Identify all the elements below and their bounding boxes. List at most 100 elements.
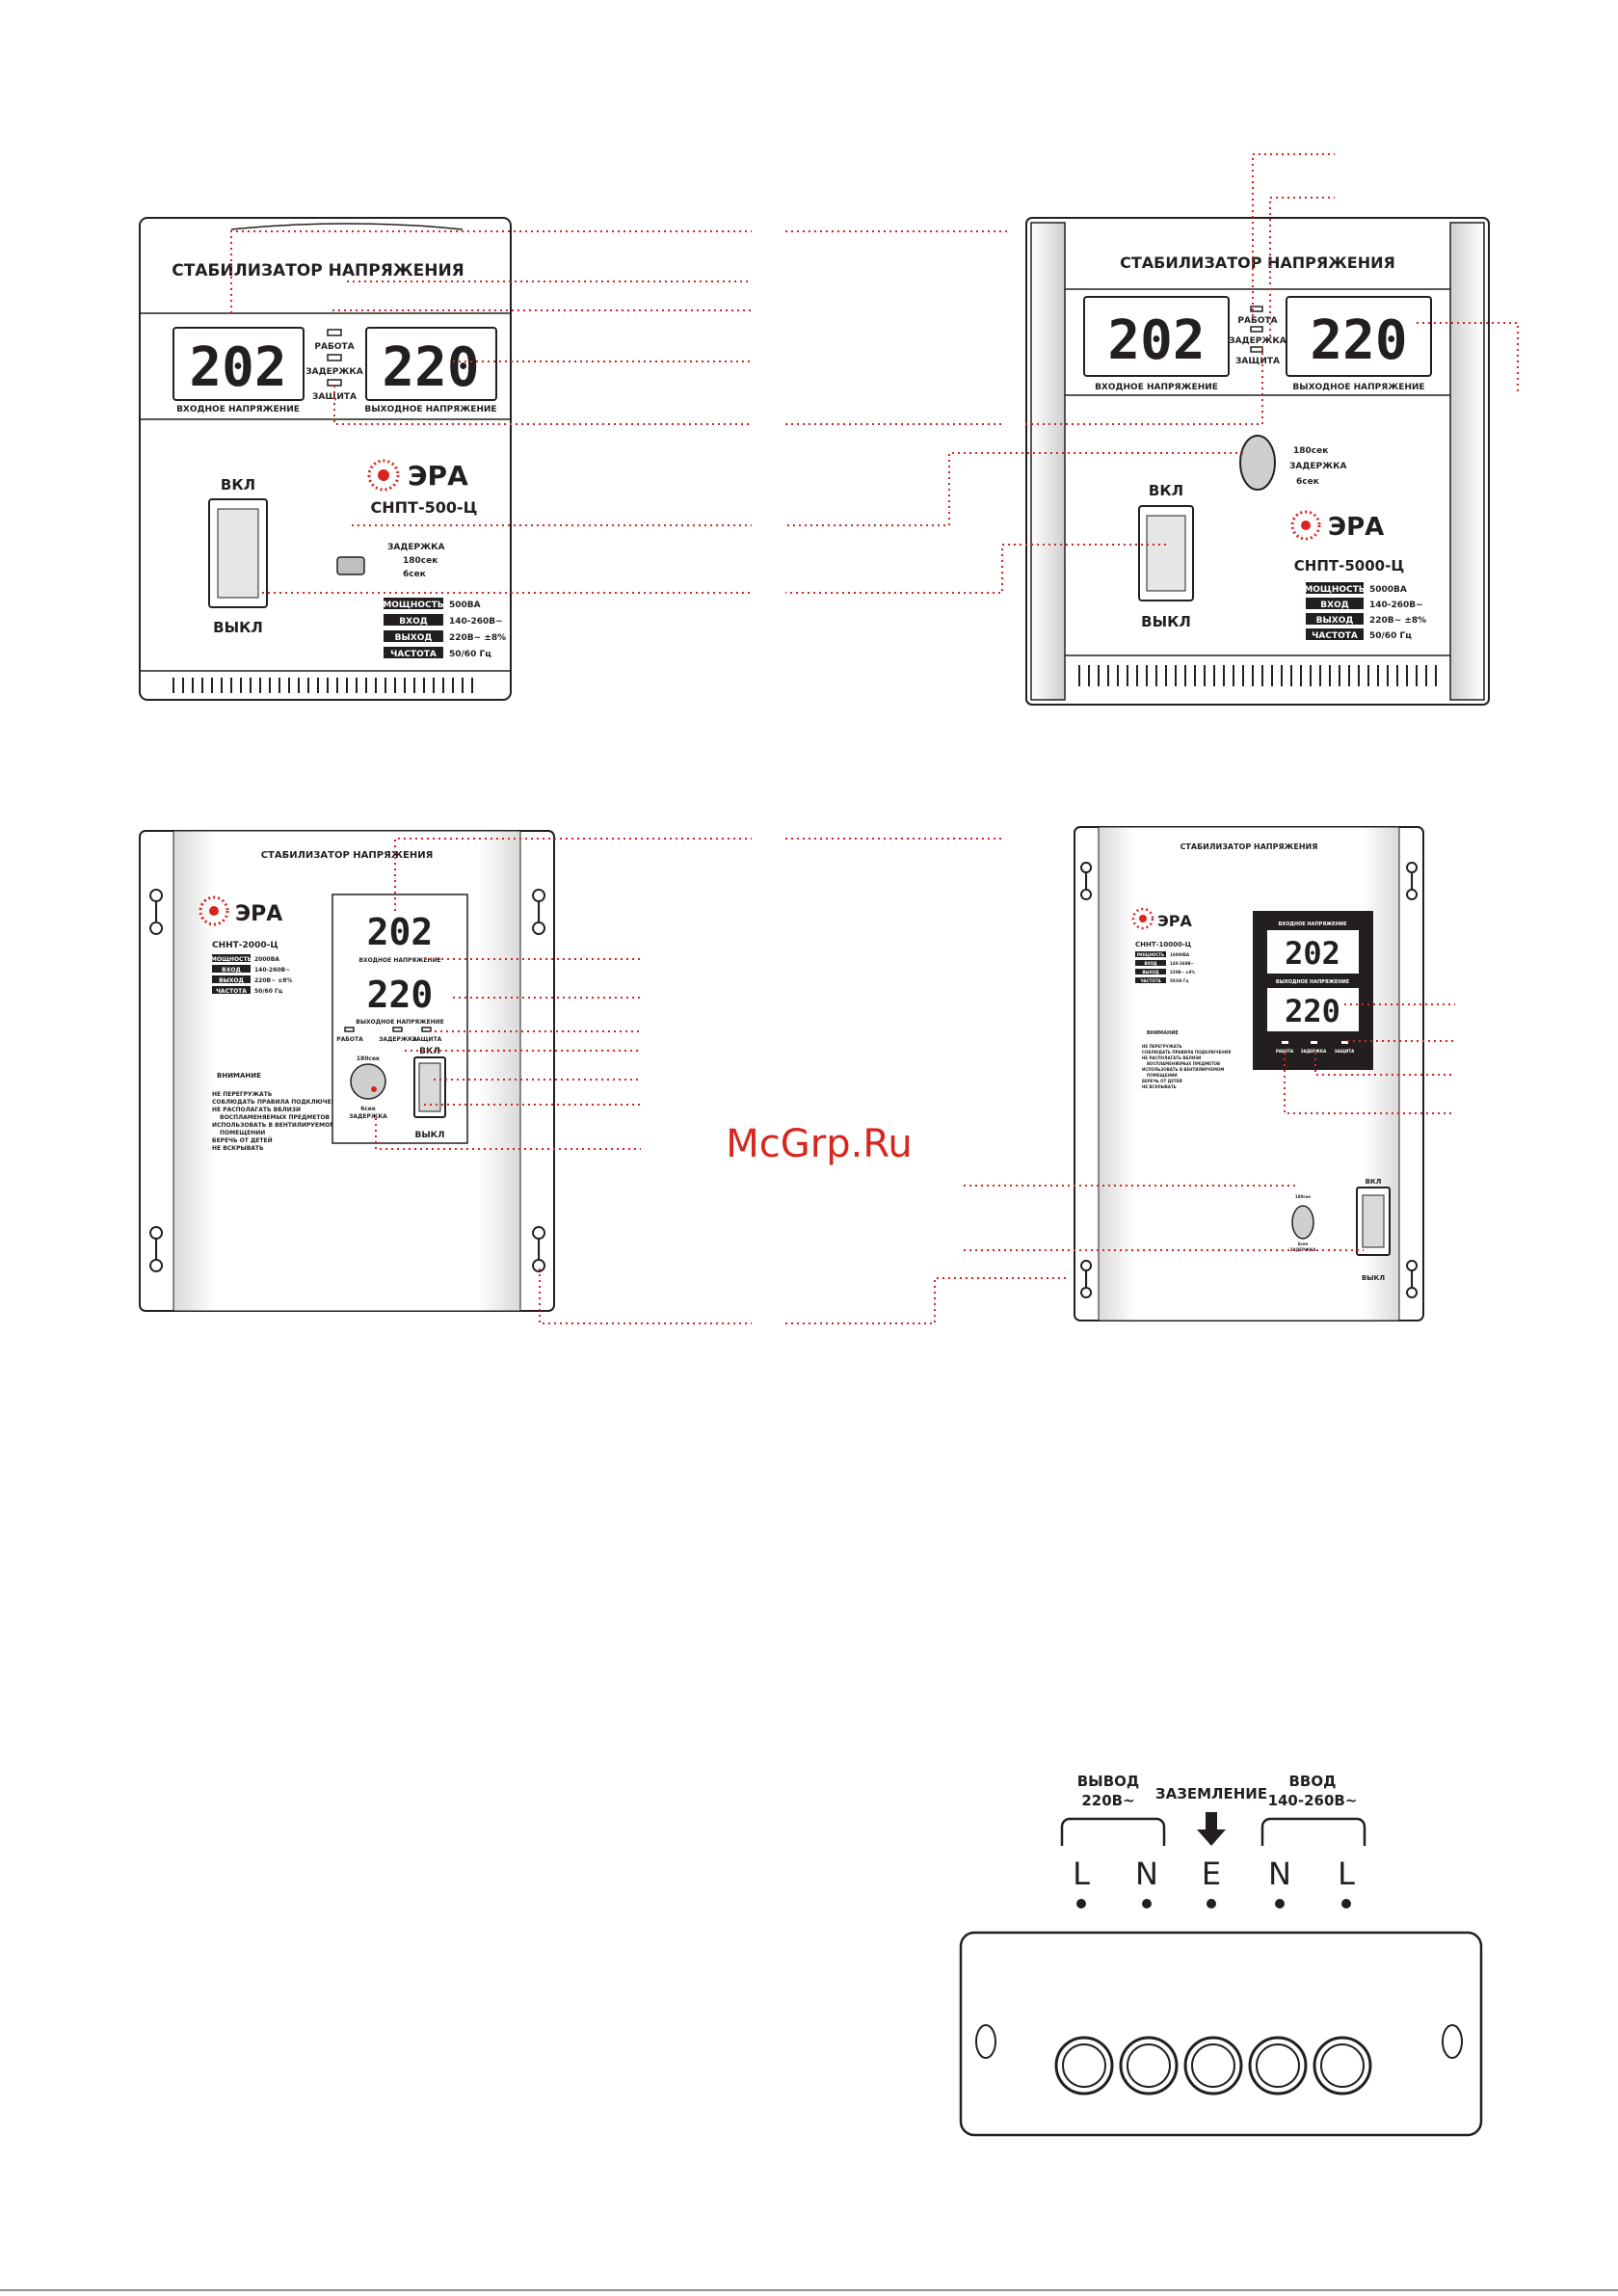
warning-item: ИСПОЛЬЗОВАТЬ В ВЕНТИЛИРУЕМОМ <box>1142 1067 1224 1072</box>
callouts-snpt-500 <box>230 230 1007 594</box>
input-value: 140-260В~ <box>1268 1792 1358 1809</box>
switch-on-label: ВКЛ <box>1149 482 1183 499</box>
spec-label: ВЫХОД <box>395 633 433 643</box>
warning-item: НЕ ВСКРЫВАТЬ <box>1142 1084 1177 1089</box>
delay-knob[interactable] <box>350 1063 386 1100</box>
delay-title: ЗАДЕРЖКА <box>1289 462 1346 471</box>
input-voltage-readout: 202 <box>367 911 434 953</box>
vent-grille <box>140 670 511 693</box>
device-body <box>139 217 512 701</box>
spec-value: 2000ВА <box>254 956 279 963</box>
switch-rocker[interactable] <box>418 1062 441 1112</box>
led-work-label: РАБОТА <box>336 1036 363 1043</box>
callouts-snnt-2000 <box>375 838 1070 1324</box>
delay-long-label: 180сек <box>403 556 438 566</box>
delay-short-label: 6сек <box>1296 477 1319 487</box>
output-voltage-readout: 220 <box>1310 309 1407 372</box>
input-voltage-label: ВХОДНОЕ НАПРЯЖЕНИЕ <box>1095 383 1218 392</box>
warning-block: ВНИМАНИЕ НЕ ПЕРЕГРУЖАТЬ СОБЛЮДАТЬ ПРАВИЛ… <box>1142 1030 1231 1089</box>
led-delay-icon <box>1311 1041 1317 1044</box>
vent-grille <box>1065 654 1450 686</box>
mount-hole-icon <box>1406 1260 1419 1298</box>
terminal-diagram: ВЫВОД 220В~ ЗАЗЕМЛЕНИЕ ВВОД 140-260В~ L … <box>959 1773 1483 2137</box>
output-title: ВЫВОД <box>1077 1773 1140 1790</box>
terminal-socket[interactable] <box>1183 2036 1243 2096</box>
terminal-socket[interactable] <box>1054 2036 1114 2096</box>
mount-hole-icon <box>532 889 546 935</box>
spec-value: 50/60 Гц <box>254 988 283 995</box>
terminal-socket[interactable] <box>1313 2036 1372 2096</box>
mount-hole-icon <box>532 1226 546 1272</box>
spec-table: МОЩНОСТЬ 500ВА ВХОД 140-260В~ ВЫХОД 220В… <box>383 598 506 659</box>
delay-title: ЗАДЕРЖКА <box>1290 1247 1316 1252</box>
led-work-label: РАБОТА <box>314 342 354 352</box>
input-voltage-label: ВХОДНОЕ НАПРЯЖЕНИЕ <box>1278 921 1347 927</box>
spec-table: МОЩНОСТЬ 2000ВА ВХОД 140-260В~ ВЫХОД 220… <box>211 954 292 995</box>
led-delay-icon <box>327 354 342 361</box>
output-voltage-readout: 220 <box>382 336 479 399</box>
warning-item: НЕ ПЕРЕГРУЖАТЬ <box>1142 1044 1182 1049</box>
warning-item: СОБЛЮДАТЬ ПРАВИЛА ПОДКЛЮЧЕНИЯ <box>212 1099 346 1106</box>
switch-on-label: ВКЛ <box>1366 1178 1382 1186</box>
device-title: СТАБИЛИЗАТОР НАПРЯЖЕНИЯ <box>261 850 434 861</box>
led-delay-label: ЗАДЕРЖКА <box>305 367 362 377</box>
delay-long-label: 180сек <box>1295 1194 1311 1199</box>
pin-label: E <box>1202 1855 1221 1892</box>
led-delay-label: ЗАДЕРЖКА <box>1301 1049 1327 1054</box>
warning-item: НЕ ПЕРЕГРУЖАТЬ <box>212 1091 273 1098</box>
led-work-label: РАБОТА <box>1237 316 1277 326</box>
device-snnt-2000: СТАБИЛИЗАТОР НАПРЯЖЕНИЯ ЭРА СННТ-2000-Ц … <box>139 830 555 1312</box>
device-snpt-500: СТАБИЛИЗАТОР НАПРЯЖЕНИЯ 202 ВХОДНОЕ НАПР… <box>139 217 512 701</box>
side-panel-left <box>1030 222 1066 701</box>
spec-value: 140-260В~ <box>1170 961 1194 966</box>
switch-rocker[interactable] <box>217 508 259 599</box>
terminal-plate <box>959 1931 1483 2137</box>
spec-value: 140-260В~ <box>1369 601 1423 610</box>
knob-indicator-icon <box>371 1086 377 1092</box>
delay-knob[interactable] <box>1291 1205 1314 1240</box>
spec-label: МОЩНОСТЬ <box>1304 585 1365 595</box>
delay-knob[interactable] <box>1239 435 1276 491</box>
era-logo: ЭРА <box>1290 510 1384 542</box>
input-voltage-readout: 202 <box>189 336 286 399</box>
plate-mount-hole-icon <box>975 2024 996 2059</box>
brand-name: ЭРА <box>1328 513 1384 542</box>
input-display <box>172 327 305 401</box>
led-protect-label: ЗАЩИТА <box>412 1036 442 1043</box>
terminal-socket[interactable] <box>1248 2036 1308 2096</box>
terminal-socket[interactable] <box>1119 2036 1179 2096</box>
spec-label: ЧАСТОТА <box>1312 631 1358 641</box>
spec-value: 220В~ ±8% <box>1170 970 1195 974</box>
switch-off-label: ВЫКЛ <box>414 1131 444 1140</box>
switch-off-label: ВЫКЛ <box>1141 613 1191 630</box>
led-protect-icon <box>1250 346 1263 353</box>
device-snpt-5000: СТАБИЛИЗАТОР НАПРЯЖЕНИЯ 202 ВХОДНОЕ НАПР… <box>1025 217 1490 706</box>
plate-mount-hole-icon <box>1442 2024 1463 2059</box>
spec-value: 220В~ ±8% <box>449 633 506 643</box>
switch-rocker[interactable] <box>1362 1194 1385 1248</box>
warning-item: ВОСПЛАМЕНЯЕМЫХ ПРЕДМЕТОВ <box>1147 1061 1220 1066</box>
top-handle <box>230 223 464 230</box>
switch-rocker[interactable] <box>1146 515 1186 592</box>
pin-dot <box>1341 1899 1351 1909</box>
side-panel-right <box>1449 222 1485 701</box>
delay-short-label: 6сек <box>1298 1241 1309 1246</box>
led-delay-icon <box>1250 326 1263 333</box>
input-voltage-readout: 202 <box>1285 935 1340 972</box>
ground-title: ЗАЗЕМЛЕНИЕ <box>1155 1785 1267 1802</box>
output-voltage-label: ВЫХОДНОЕ НАПРЯЖЕНИЕ <box>1292 383 1424 392</box>
logo-core-icon <box>378 469 389 481</box>
spec-label: МОЩНОСТЬ <box>211 956 252 963</box>
led-work-label: РАБОТА <box>1276 1049 1294 1054</box>
spec-label: ВЫХОД <box>219 977 244 984</box>
warning-item: НЕ РАСПОЛАГАТЬ ВБЛИЗИ <box>212 1107 301 1113</box>
model-name: СННТ-2000-Ц <box>212 941 279 950</box>
logo-core-icon <box>1301 521 1311 530</box>
spec-label: МОЩНОСТЬ <box>1137 952 1164 957</box>
delay-title: ЗАДЕРЖКА <box>387 543 444 552</box>
pin-label: N <box>1268 1855 1291 1892</box>
output-voltage-label: ВЫХОДНОЕ НАПРЯЖЕНИЕ <box>364 405 496 414</box>
delay-button[interactable] <box>336 556 365 575</box>
front-panel <box>1098 826 1400 1322</box>
warning-item: НЕ ВСКРЫВАТЬ <box>212 1145 264 1152</box>
